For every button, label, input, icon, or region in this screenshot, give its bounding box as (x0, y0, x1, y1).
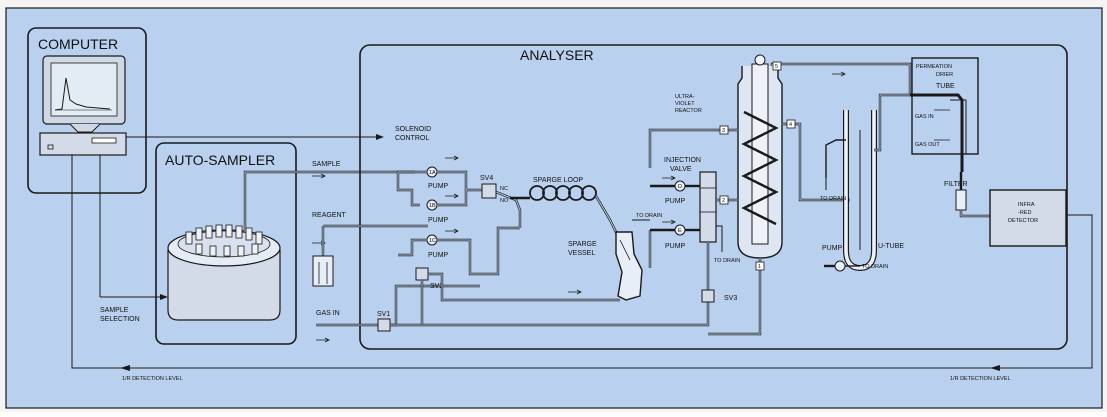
computer-block: COMPUTER (27, 27, 147, 194)
detection-level-label-right: 1/R DETECTION LEVEL (950, 376, 1011, 382)
ir-label-3: DETECTOR (1008, 218, 1038, 224)
svg-text:1C: 1C (429, 238, 436, 244)
svg-text:1A: 1A (429, 170, 436, 176)
uv-reactor (737, 54, 783, 259)
no-label: NO (500, 198, 509, 204)
sv3-label: SV3 (724, 295, 737, 302)
to-drain-label-4: TO DRAIN (862, 264, 888, 270)
sampler-body (167, 250, 281, 321)
detection-level-label-left: 1/R DETECTION LEVEL (122, 376, 183, 382)
uv-lamp-icon (754, 54, 766, 66)
sparge-loop-label: SPARGE LOOP (533, 177, 583, 184)
injection-valve (699, 171, 717, 243)
svg-text:4: 4 (789, 122, 792, 128)
auto-sampler-box (155, 142, 297, 345)
diagram-background (5, 7, 1103, 409)
svg-text:5: 5 (775, 64, 778, 70)
injection-valve-label-1: INJECTION (664, 157, 701, 164)
computer-box (27, 27, 147, 194)
sv3-valve (701, 289, 715, 303)
to-drain-label-3: TO DRAIN (820, 196, 846, 202)
sparge-vessel-label-2: VESSEL (568, 250, 595, 257)
nc-label: NC (500, 186, 508, 192)
pump-1b-label: PUMP (428, 217, 449, 224)
auto-sampler-block: AUTO-SAMPLER (155, 142, 415, 345)
analyser-box (359, 44, 1068, 350)
gas-in-label: GAS IN (316, 310, 340, 317)
reagent-label: REAGENT (312, 212, 347, 219)
sparge-vessel (615, 231, 643, 301)
monitor-stand (69, 123, 101, 133)
gas-out-small-label: GAS OUT (915, 142, 940, 148)
pump-1c-label: PUMP (428, 252, 449, 259)
to-drain-label-2: TO DRAIN (714, 258, 740, 264)
computer-unit-icon (39, 132, 127, 156)
sample-selection-label-1: SAMPLE (100, 307, 129, 314)
permeation-drier-box (911, 57, 979, 155)
computer-label: COMPUTER (38, 36, 118, 52)
sv2-label: SV2 (430, 283, 443, 290)
uv-reactor-label-1: ULTRA- (675, 94, 695, 100)
permeation-label-3: TUBE (936, 83, 955, 90)
injection-valve-label-2: VALVE (670, 166, 692, 173)
solenoid-label-2: CONTROL (395, 135, 429, 142)
filter-element (955, 189, 967, 211)
svg-text:2: 2 (722, 198, 725, 204)
permeation-label-2: DRIER (936, 72, 953, 78)
sv4-label: SV4 (480, 175, 493, 182)
ir-label-2: -RED (1018, 210, 1031, 216)
chromatogram-peak-icon (54, 77, 111, 111)
detection-level-line (71, 155, 1093, 369)
pump-e-label: PUMP (665, 243, 686, 250)
ir-label-1: INFRA (1018, 202, 1035, 208)
uv-reactor-label-3: REACTOR (675, 108, 702, 114)
monitor-screen (50, 62, 118, 117)
svg-text:3: 3 (722, 128, 725, 134)
uv-reactor-label-2: VIOLET (675, 101, 695, 107)
sparge-vessel-label-1: SPARGE (568, 241, 597, 248)
sample-vials-icon (185, 224, 263, 257)
pump-d: D PUMP (665, 180, 686, 205)
filter-label: FILTER (944, 181, 968, 188)
sv1-valve (377, 318, 391, 332)
solenoid-label-1: SOLENOID (395, 126, 431, 133)
auto-sampler-label: AUTO-SAMPLER (165, 152, 275, 168)
u-tube-label: U-TUBE (878, 243, 904, 250)
permeation-label-1: PERMEATION (916, 64, 952, 70)
svg-text:D: D (678, 184, 682, 190)
sv1-label: SV1 (377, 311, 390, 318)
reagent-bottle (312, 255, 334, 287)
pump-d-label: PUMP (665, 198, 686, 205)
sample-label: SAMPLE (312, 161, 341, 168)
reactor-coil (741, 110, 779, 226)
pump-bottom (834, 260, 846, 272)
pump-bottom-label: PUMP (822, 245, 843, 252)
gas-in-small-label: GAS IN (915, 114, 934, 120)
infra-red-detector (989, 189, 1067, 247)
sv4-valve (481, 183, 497, 199)
sparge-loop-coil (529, 185, 597, 201)
sv2-valve (415, 267, 429, 281)
u-tube (843, 110, 877, 272)
svg-text:1: 1 (758, 264, 761, 270)
svg-text:E: E (678, 228, 682, 234)
connection-nodes: 5 4 3 2 1 (719, 61, 796, 271)
analyser-label: ANALYSER (520, 47, 594, 63)
svg-text:1B: 1B (429, 203, 436, 209)
pump-1a-label: PUMP (428, 183, 449, 190)
sample-selection-label-2: SELECTION (100, 316, 140, 323)
to-drain-label-1: TO DRAIN (636, 213, 662, 219)
